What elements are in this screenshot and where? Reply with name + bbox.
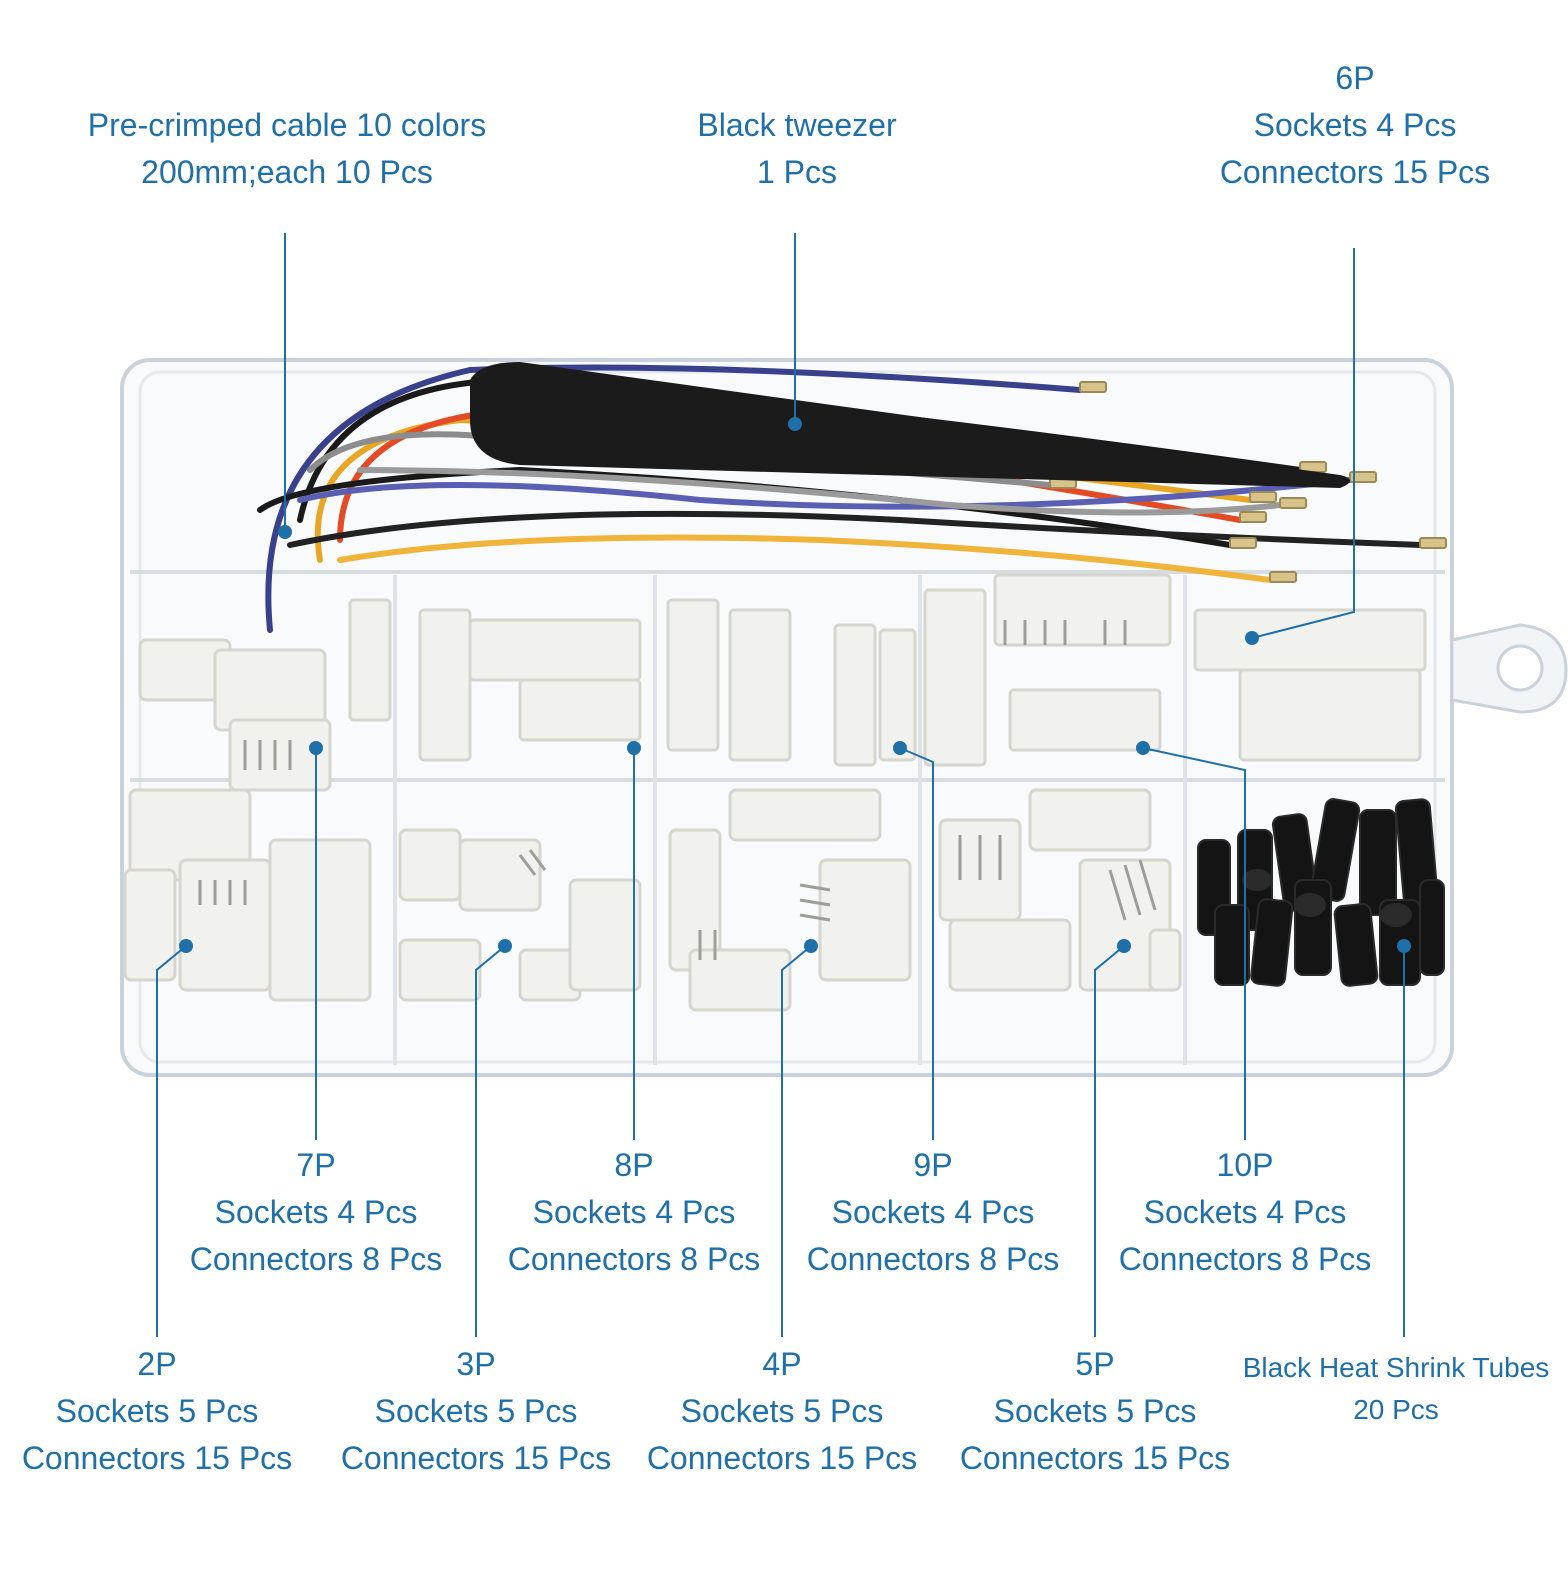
7p-label-sockets: Sockets 4 Pcs (214, 1194, 418, 1230)
5p-label-sockets: Sockets 5 Pcs (993, 1393, 1197, 1429)
heat-shrink-tubes (1197, 798, 1445, 987)
cable-label-line2: 200mm;each 10 Pcs (141, 154, 433, 190)
4p-label-title: 4P (762, 1346, 802, 1382)
6p-label: 6P Sockets 4 Pcs Connectors 15 Pcs (1220, 55, 1490, 196)
5p-label: 5P Sockets 5 Pcs Connectors 15 Pcs (960, 1341, 1230, 1482)
connector-housings (123, 573, 1427, 1012)
8p-label-title: 8P (614, 1147, 654, 1183)
tweezer-label-line2: 1 Pcs (756, 154, 838, 190)
6p-label-title: 6P (1335, 60, 1375, 96)
callout-dots (179, 417, 1411, 953)
8p-label: 8P Sockets 4 Pcs Connectors 8 Pcs (508, 1142, 761, 1283)
cable-label: Pre-crimped cable 10 colors 200mm;each 1… (88, 102, 486, 196)
4p-label-sockets: Sockets 5 Pcs (680, 1393, 884, 1429)
tubes-label-line2: 20 Pcs (1353, 1394, 1439, 1425)
5p-label-title: 5P (1075, 1346, 1115, 1382)
cable-label-line1: Pre-crimped cable 10 colors (87, 107, 487, 143)
7p-label: 7P Sockets 4 Pcs Connectors 8 Pcs (190, 1142, 443, 1283)
10p-label-title: 10P (1216, 1147, 1274, 1183)
tweezer-label-line1: Black tweezer (697, 107, 897, 143)
8p-label-connectors: Connectors 8 Pcs (507, 1241, 761, 1277)
7p-label-connectors: Connectors 8 Pcs (189, 1241, 443, 1277)
9p-label-sockets: Sockets 4 Pcs (831, 1194, 1035, 1230)
3p-label-connectors: Connectors 15 Pcs (340, 1440, 612, 1476)
6p-label-sockets: Sockets 4 Pcs (1253, 107, 1457, 143)
6p-label-connectors: Connectors 15 Pcs (1219, 154, 1491, 190)
8p-label-sockets: Sockets 4 Pcs (532, 1194, 736, 1230)
7p-label-title: 7P (296, 1147, 336, 1183)
4p-label-connectors: Connectors 15 Pcs (646, 1440, 918, 1476)
9p-label: 9P Sockets 4 Pcs Connectors 8 Pcs (807, 1142, 1060, 1283)
2p-label-connectors: Connectors 15 Pcs (21, 1440, 293, 1476)
heat-shrink-tubes-label: Black Heat Shrink Tubes 20 Pcs (1243, 1347, 1550, 1431)
10p-label-connectors: Connectors 8 Pcs (1118, 1241, 1372, 1277)
3p-label-sockets: Sockets 5 Pcs (374, 1393, 578, 1429)
callout-lines (156, 233, 1405, 1337)
black-tweezer (470, 362, 1350, 488)
2p-label-sockets: Sockets 5 Pcs (55, 1393, 259, 1429)
tubes-label-line1: Black Heat Shrink Tubes (1242, 1352, 1550, 1383)
4p-label: 4P Sockets 5 Pcs Connectors 15 Pcs (647, 1341, 917, 1482)
9p-label-connectors: Connectors 8 Pcs (806, 1241, 1060, 1277)
10p-label: 10P Sockets 4 Pcs Connectors 8 Pcs (1119, 1142, 1372, 1283)
10p-label-sockets: Sockets 4 Pcs (1143, 1194, 1347, 1230)
9p-label-title: 9P (913, 1147, 953, 1183)
2p-label-title: 2P (137, 1346, 177, 1382)
3p-label: 3P Sockets 5 Pcs Connectors 15 Pcs (341, 1341, 611, 1482)
5p-label-connectors: Connectors 15 Pcs (959, 1440, 1231, 1476)
tweezer-label: Black tweezer 1 Pcs (697, 102, 896, 196)
2p-label: 2P Sockets 5 Pcs Connectors 15 Pcs (22, 1341, 292, 1482)
3p-label-title: 3P (456, 1346, 496, 1382)
